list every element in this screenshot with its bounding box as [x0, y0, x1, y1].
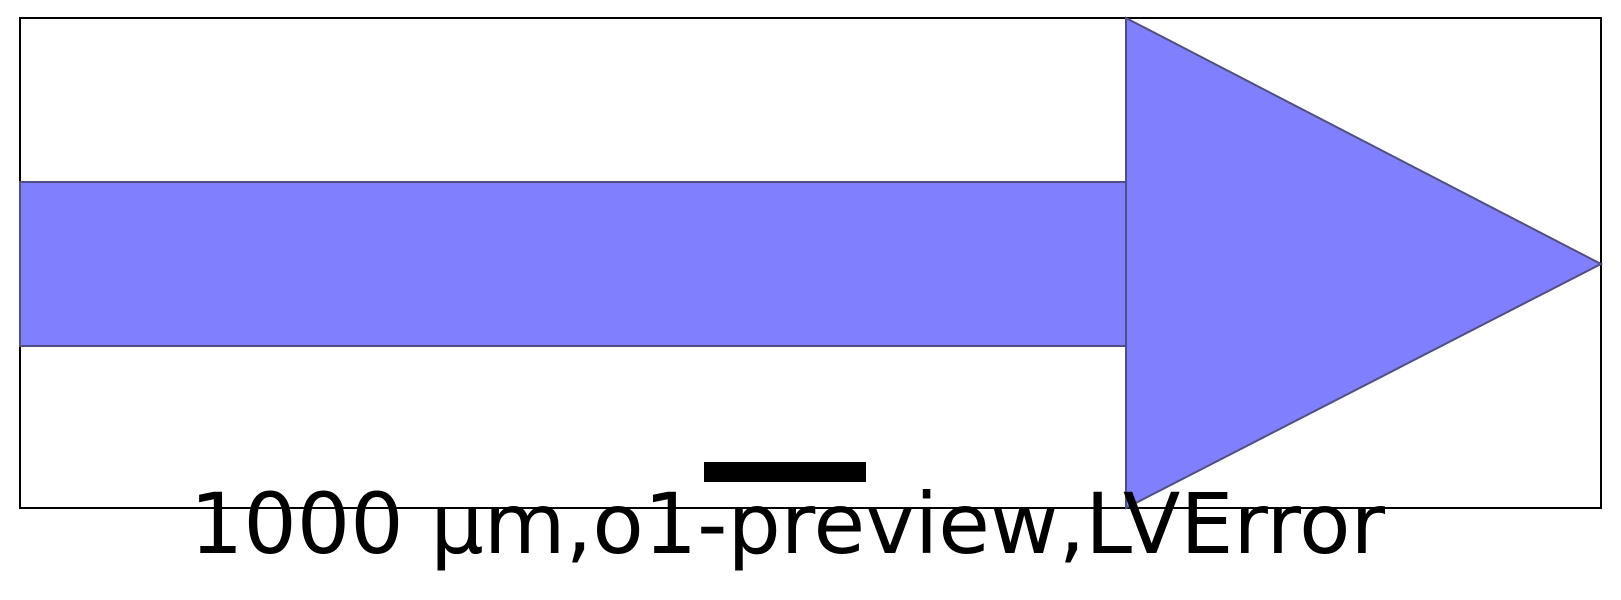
arrow-head: [1125, 16, 1604, 510]
scale-bar: [704, 462, 866, 482]
arrow-shaft: [19, 181, 1127, 347]
scale-caption: 1000 µm,o1-preview,LVError: [189, 475, 1386, 573]
